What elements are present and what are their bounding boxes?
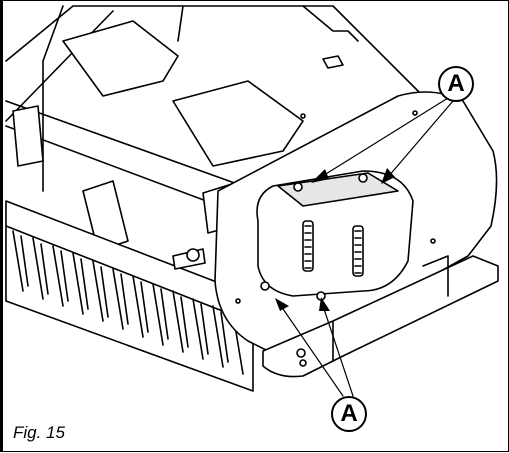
figure-caption: Fig. 15 (13, 423, 65, 442)
flail-teeth (5, 200, 254, 392)
callout-a-bottom-label: A (340, 400, 358, 427)
machine-drawing (5, 5, 499, 397)
callout-a-bottom: A (331, 396, 367, 432)
skid-rail (262, 255, 499, 378)
callout-a-top-label: A (447, 70, 465, 97)
internal-plates (12, 20, 304, 252)
gearbox-cover (256, 170, 414, 301)
callout-a-top: A (438, 66, 474, 102)
arrow-heads (275, 168, 395, 311)
side-bolt (172, 248, 206, 270)
housing-top (5, 5, 424, 192)
leader-arrows (280, 97, 454, 397)
